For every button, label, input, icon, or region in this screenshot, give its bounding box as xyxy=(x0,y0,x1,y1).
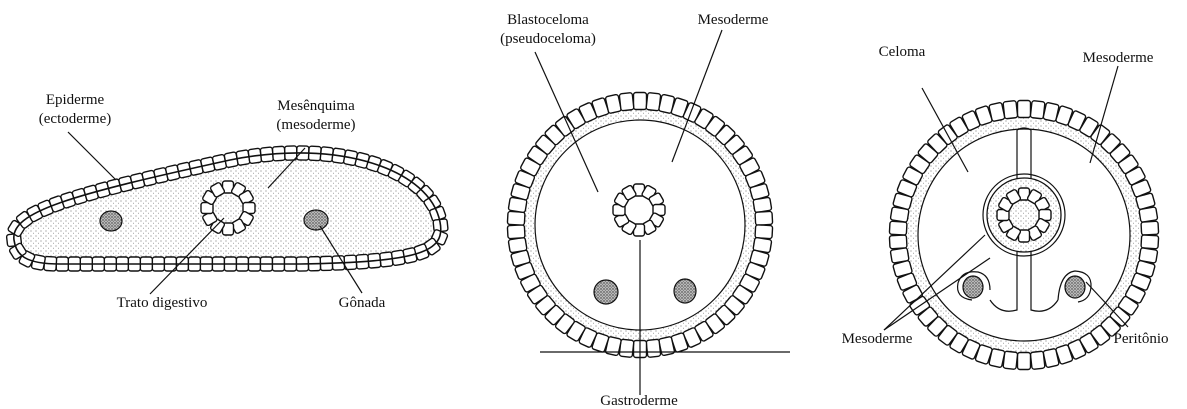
label-peritoneum: Peritônio xyxy=(1114,331,1169,347)
label-gastroderm: Gastroderme xyxy=(600,393,678,409)
cell xyxy=(1141,235,1159,249)
cell xyxy=(1139,207,1158,223)
coelom-gonad-left xyxy=(963,276,983,298)
panel-pseudocoelomate: Blastoceloma (pseudoceloma) Mesoderme Ga… xyxy=(500,12,790,409)
label-mesoderm-top: Mesoderme xyxy=(1083,50,1154,66)
cell xyxy=(508,237,527,253)
cell xyxy=(890,248,909,264)
acoelomate-gonad-left xyxy=(100,211,122,231)
panel-coelomate: Celoma Mesoderme Mesoderme Peritônio xyxy=(842,44,1169,370)
acoelomate-gonad-right xyxy=(304,210,328,230)
label-blastocoel: Blastoceloma xyxy=(507,12,589,28)
label-pseudocoel: (pseudoceloma) xyxy=(500,31,596,47)
label-mesoderm-pseudo: Mesoderme xyxy=(698,12,769,28)
pseudocoel-gonad-left xyxy=(594,280,618,304)
label-gonad: Gônada xyxy=(339,295,386,311)
label-mesenchyme: Mesênquima xyxy=(277,98,355,114)
cell xyxy=(889,221,907,235)
cell xyxy=(507,211,525,225)
cell xyxy=(755,225,773,239)
cell xyxy=(755,211,773,225)
label-ectoderm: (ectoderme) xyxy=(39,111,111,127)
cell xyxy=(753,197,772,213)
cell xyxy=(1030,351,1045,369)
cell xyxy=(1018,101,1031,118)
cell xyxy=(1018,353,1031,370)
cell xyxy=(619,93,634,111)
cell xyxy=(889,235,907,249)
label-coelom: Celoma xyxy=(879,44,926,60)
pseudocoel-gonad-right xyxy=(674,279,696,303)
label-mesenchyme-mesoderm: (mesoderme) xyxy=(276,117,355,133)
label-mesoderm-bottom: Mesoderme xyxy=(842,331,913,347)
panel-acoelomate: Epiderme (ectoderme) Mesênquima (mesoder… xyxy=(6,92,448,311)
label-epidermis: Epiderme xyxy=(46,92,105,108)
cell xyxy=(1003,101,1018,119)
cell xyxy=(507,225,525,239)
coelom-gonad-right xyxy=(1065,276,1085,298)
cell xyxy=(1141,221,1159,235)
cell xyxy=(646,339,661,357)
cell xyxy=(634,93,647,110)
label-digestive-tract: Trato digestivo xyxy=(117,295,208,311)
